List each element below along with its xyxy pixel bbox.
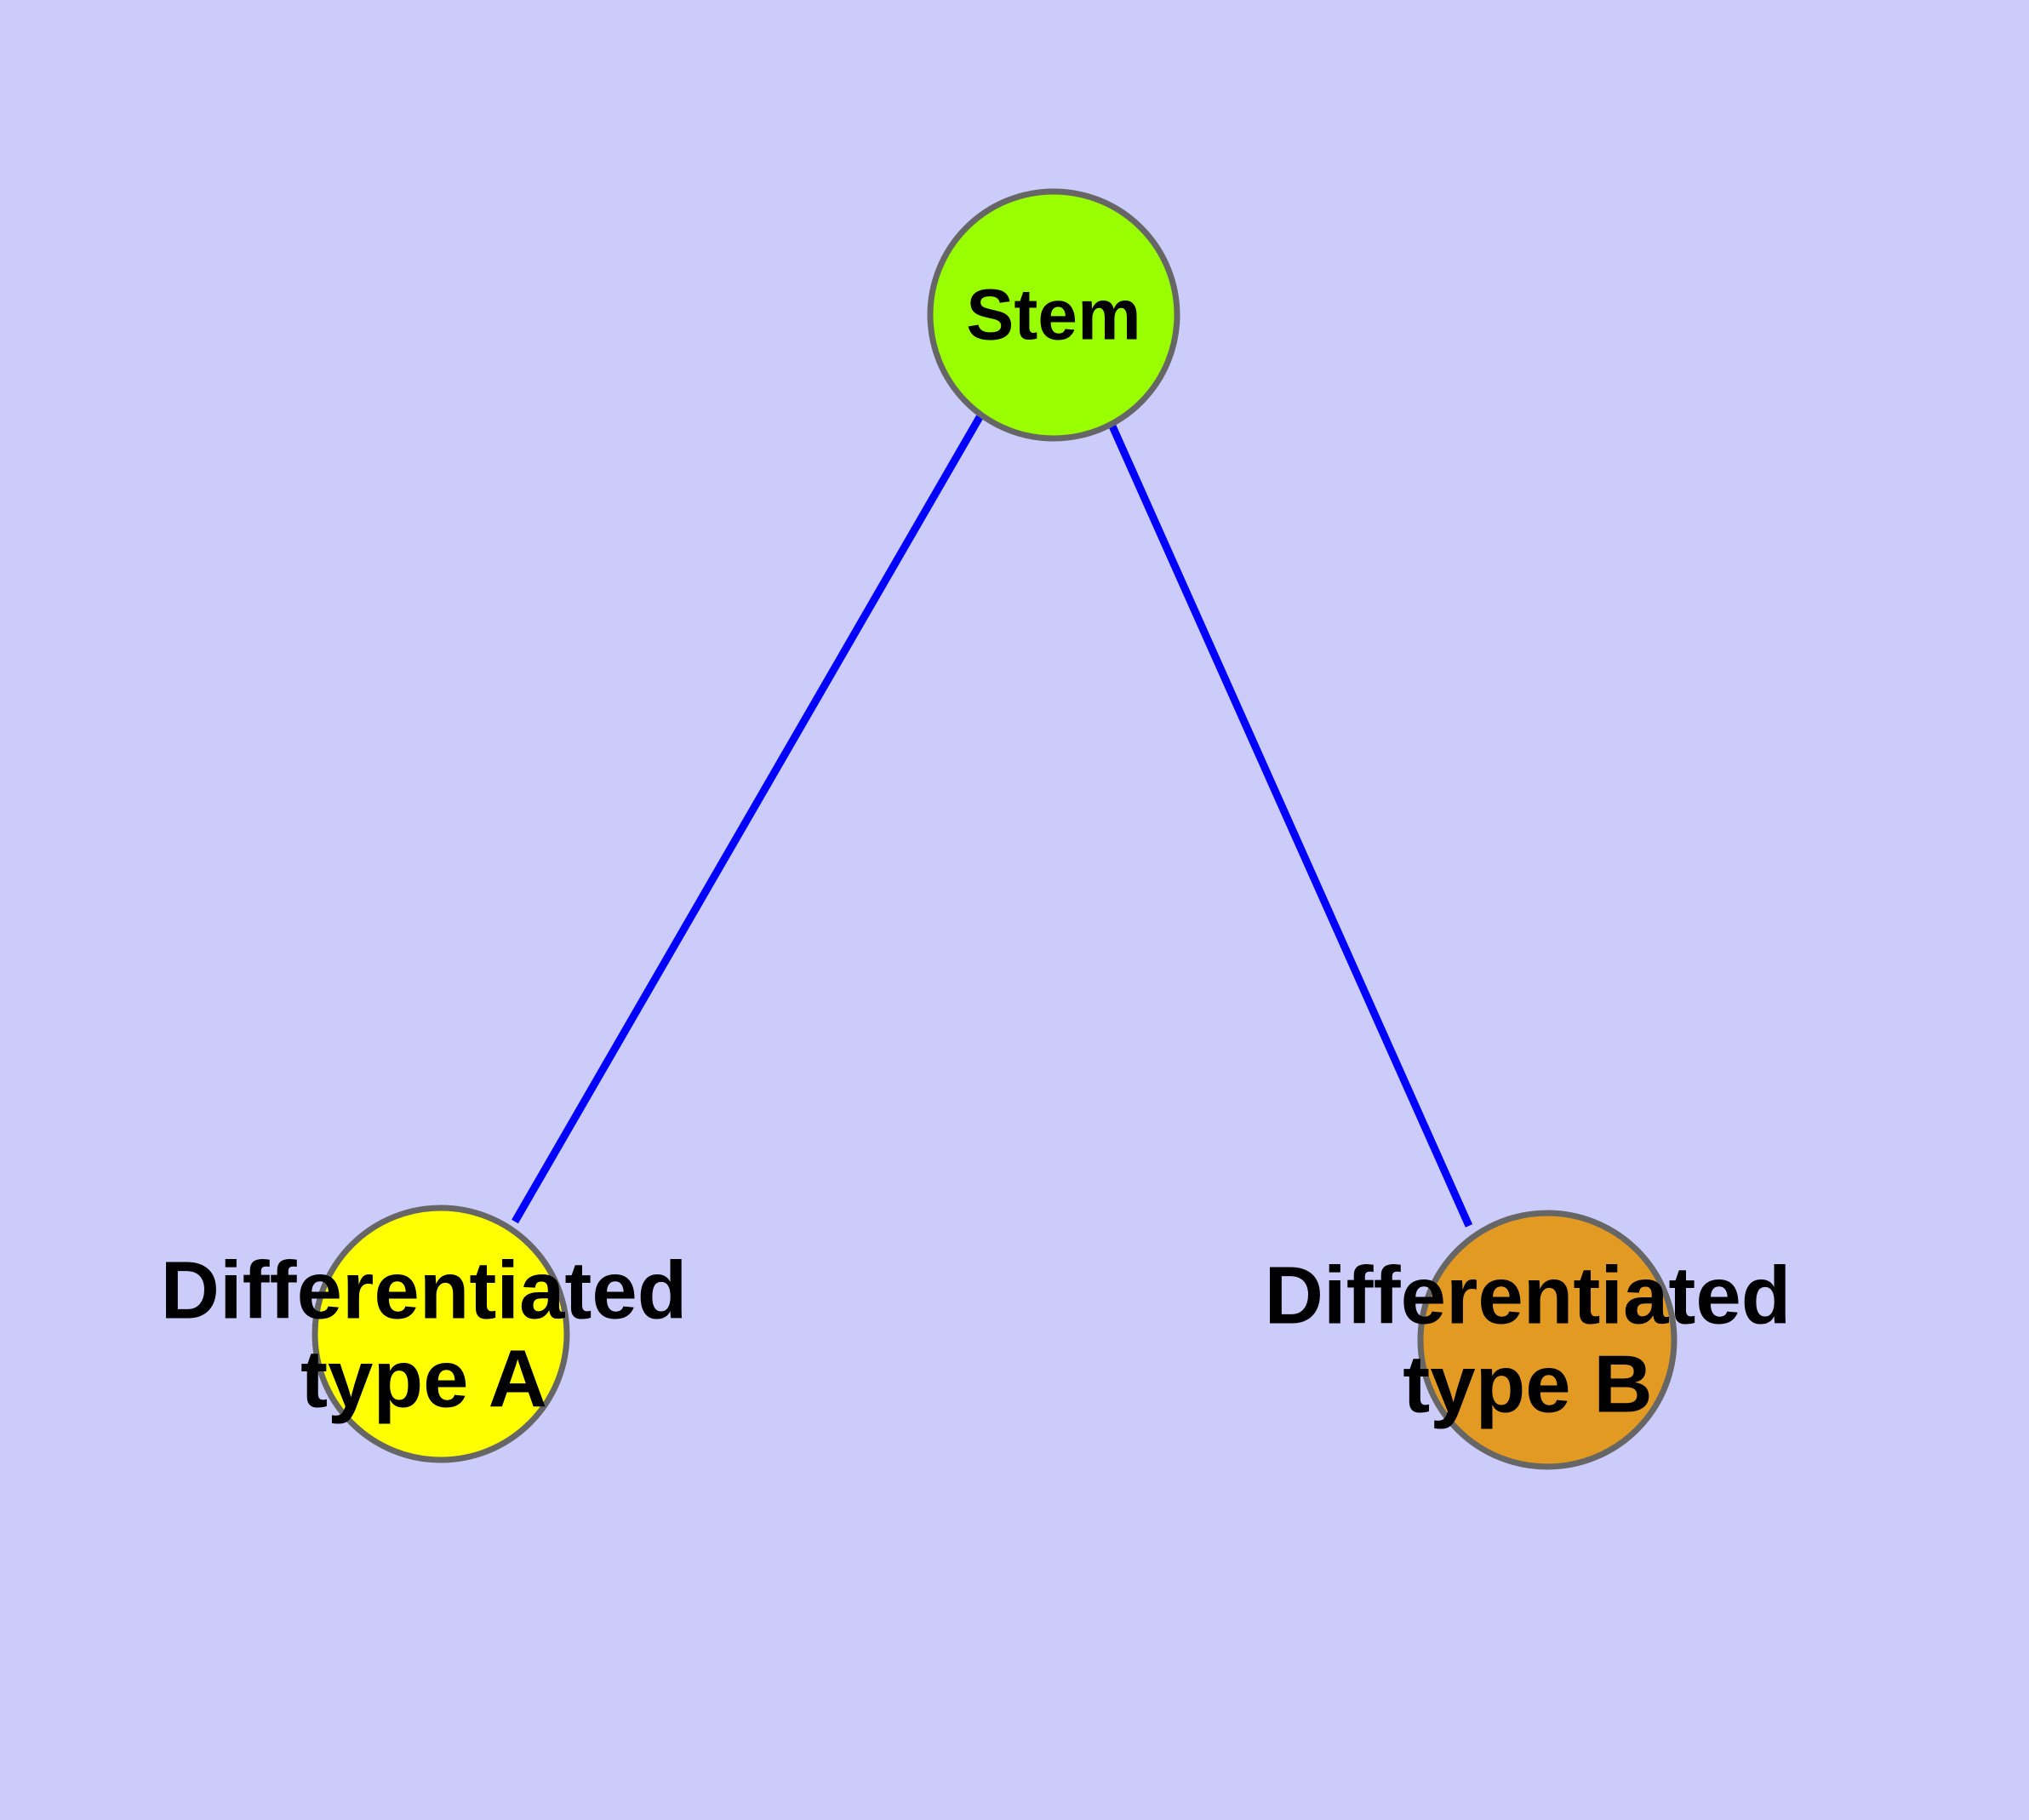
edge-stem-to-differentiated-type-b[interactable]	[1106, 421, 1473, 1228]
node-layer	[311, 188, 1677, 1470]
node-stem[interactable]	[927, 188, 1180, 442]
edge-stem-to-differentiated-type-a[interactable]	[512, 415, 983, 1224]
edge-layer	[512, 415, 1473, 1228]
node-differentiated-type-a[interactable]	[311, 1205, 570, 1463]
node-differentiated-type-b[interactable]	[1417, 1210, 1677, 1470]
